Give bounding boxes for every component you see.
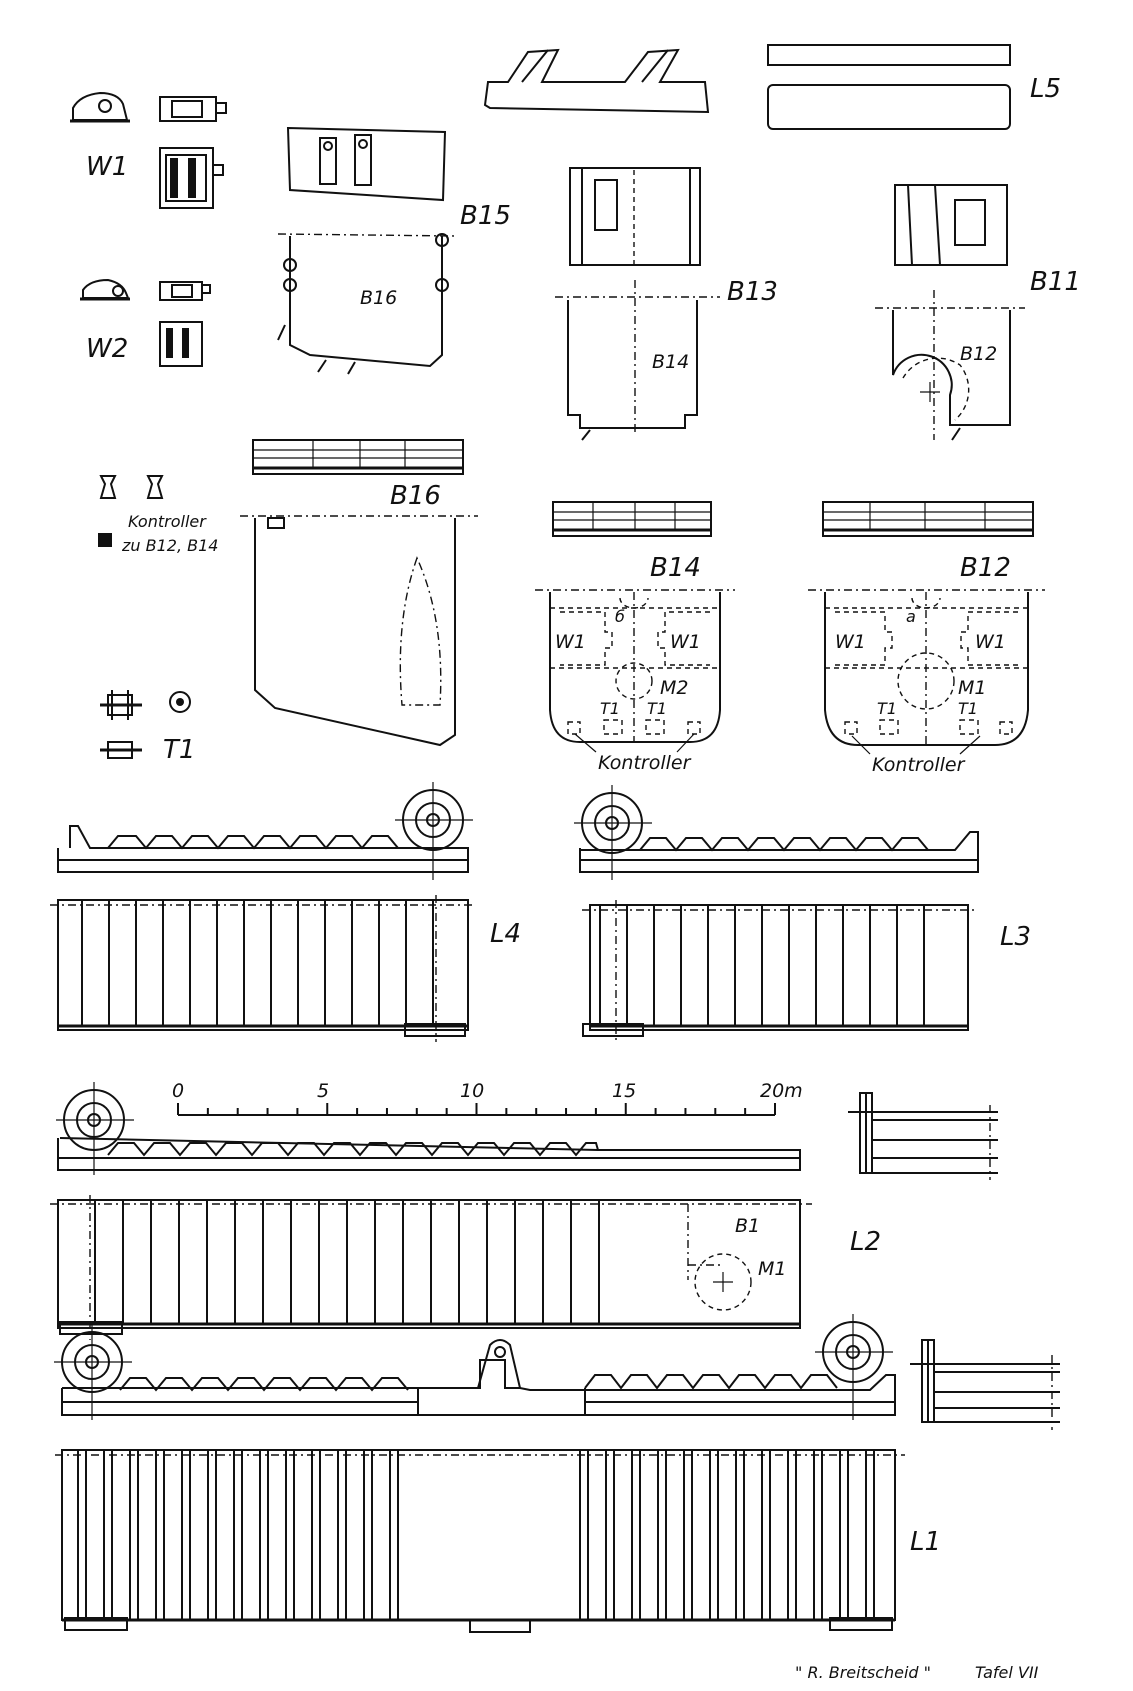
kontroller-legend-group: Kontroller zu B12, B14 [98,475,218,555]
part-b12-section-group: B12 W1 W1 a M1 T1 T1 Kontroller [808,553,1045,776]
b15-label: B15 [460,201,511,231]
b1-label: B1 [735,1215,760,1237]
l3-label: L3 [1000,922,1031,952]
kontroller-note-line1: Kontroller [128,512,207,531]
footer-caption: " R. Breitscheid " [795,1663,931,1682]
scale-bar-group: 0 5 10 15 20m [172,1080,803,1116]
scale-tick-5: 5 [317,1080,329,1102]
winch-w1-group: W1 [70,91,227,209]
part-b11-b12-group: B11 B12 [875,184,1081,441]
footer-plate: Tafel VII [975,1663,1039,1682]
l4-label: L4 [490,919,521,949]
t1-group: T1 [100,690,195,765]
b14-top-label: B14 [652,351,689,373]
part-b16-side-group: B16 [240,481,478,747]
railings-group [252,439,1034,537]
b12-w1-right: W1 [975,631,1006,653]
b14-m2-label: M2 [660,677,688,699]
b14-w1-right: W1 [670,631,701,653]
scale-tick-10: 10 [460,1080,484,1102]
l5-label: L5 [1030,74,1061,104]
scale-tick-0: 0 [172,1080,184,1102]
b14-t1-b: T1 [647,699,667,718]
l2-label: L2 [850,1227,881,1257]
part-l1-group: L1 [54,1314,941,1633]
part-l4-group: L4 [50,782,521,1042]
t1-label: T1 [163,735,195,765]
b12-w1-left: W1 [835,631,866,653]
part-l2-group: B1 M1 L2 [50,1082,881,1340]
l1-end-view-group [910,1339,1060,1430]
b12-top-label: B12 [960,343,997,365]
b14-t1-a: T1 [600,699,620,718]
b16-side-label: B16 [390,481,441,511]
w1-label: W1 [86,152,128,182]
winch-w2-group: W2 [80,278,211,367]
b12-m1-label: M1 [958,677,986,699]
b12-t1-a: T1 [877,699,897,718]
b14-w1-left: W1 [555,631,586,653]
scale-tick-15: 15 [612,1080,636,1102]
b13-label: B13 [727,277,778,307]
part-b14-section-group: B14 W1 W1 б M2 T1 T1 Kontroller [535,553,735,774]
part-b13-b14-group: B13 B14 [555,167,778,441]
b11-label: B11 [1030,267,1081,297]
b16-top-label: B16 [360,287,397,309]
part-b15-b16-group: B15 B16 [277,126,511,375]
b12-kontroller-label: Kontroller [872,754,966,776]
b14-kontroller-label: Kontroller [598,752,692,774]
part-l5-group: L5 [483,44,1061,130]
w2-label: W2 [86,334,128,364]
b14-section-label: B14 [650,553,701,583]
l2-end-view-group [848,1092,998,1180]
kontroller-note-line2: zu B12, B14 [121,536,218,555]
l1-label: L1 [910,1527,941,1557]
b12-t1-b: T1 [958,699,978,718]
b12-mark: a [906,607,916,626]
l2-m1-label: M1 [758,1258,786,1280]
scale-tick-20: 20m [760,1080,803,1102]
b12-section-label: B12 [960,553,1011,583]
part-l3-group: L3 [574,785,1031,1042]
b14-mark: б [615,607,625,626]
